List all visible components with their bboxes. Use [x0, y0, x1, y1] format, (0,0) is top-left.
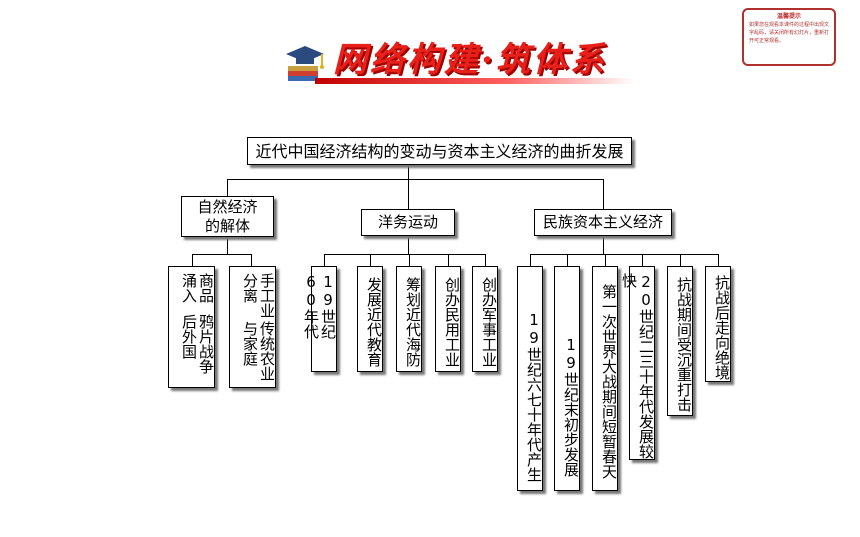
notice-body: 如果您在观看本课件的过程中出现文字乱码，请关闭所有幻灯片，重新打开可正常观看。 — [749, 22, 830, 44]
connector — [530, 254, 531, 266]
leaf-node: 抗战后走向绝境 — [705, 266, 731, 382]
connector — [718, 254, 719, 266]
leaf-node: 19世纪末初步发展 — [554, 266, 580, 491]
connector — [605, 254, 606, 266]
branch-node-natural-economy: 自然经济的解体 — [181, 196, 274, 237]
connector — [251, 254, 252, 266]
connector — [324, 254, 325, 266]
leaf-node: 手工业分离 传统农业与家庭 — [229, 266, 276, 388]
leaf-node: 发展近代教育 — [357, 266, 383, 372]
connector — [567, 254, 568, 266]
leaf-node: 第一次世界大战期间短暂春天 — [592, 266, 618, 491]
connector — [408, 236, 409, 254]
connector — [448, 254, 449, 266]
connector — [603, 236, 604, 254]
connector — [227, 236, 228, 254]
connector — [227, 179, 603, 180]
branch-node-national-capitalism: 民族资本主义经济 — [534, 209, 672, 236]
connector — [227, 179, 228, 196]
connector — [324, 254, 485, 255]
leaf-text: 鸦片战争后外国 — [180, 314, 215, 375]
connector — [408, 179, 409, 209]
connector — [370, 254, 371, 266]
notice-box: 温馨提示 如果您在观看本课件的过程中出现文字乱码，请关闭所有幻灯片，重新打开可正… — [742, 8, 836, 66]
leaf-node: 商品涌入 鸦片战争后外国 — [168, 266, 215, 388]
connector — [485, 254, 486, 266]
leaf-node: 抗战期间受沉重打击 — [667, 266, 693, 416]
leaf-node: 19世纪60年代 — [302, 266, 337, 372]
leaf-node: 19世纪六七十年代产生 — [517, 266, 543, 491]
connector — [530, 254, 718, 255]
leaf-node: 创办军事工业 — [472, 266, 498, 372]
root-node: 近代中国经济结构的变动与资本主义经济的曲折发展 — [247, 137, 632, 165]
leaf-text: 传统农业与家庭 — [241, 320, 276, 381]
notice-title: 温馨提示 — [776, 13, 801, 20]
connector — [642, 254, 643, 266]
page-title: 网络构建·筑体系 — [333, 40, 607, 80]
leaf-text: 商品涌入 — [180, 273, 215, 303]
leaf-node: 筹划近代海防 — [396, 266, 422, 372]
connector — [408, 165, 409, 179]
connector — [409, 254, 410, 266]
leaf-text: 手工业分离 — [241, 273, 276, 318]
branch-node-westernization: 洋务运动 — [361, 209, 455, 236]
leaf-node: 创办民用工业 — [435, 266, 461, 372]
connector — [603, 179, 604, 209]
leaf-node: 20世纪二三十年代发展较快 — [620, 266, 655, 460]
connector — [680, 254, 681, 266]
title-underline — [315, 78, 635, 84]
connector — [192, 254, 193, 266]
graduation-cap-icon — [282, 40, 328, 82]
connector — [192, 254, 251, 255]
